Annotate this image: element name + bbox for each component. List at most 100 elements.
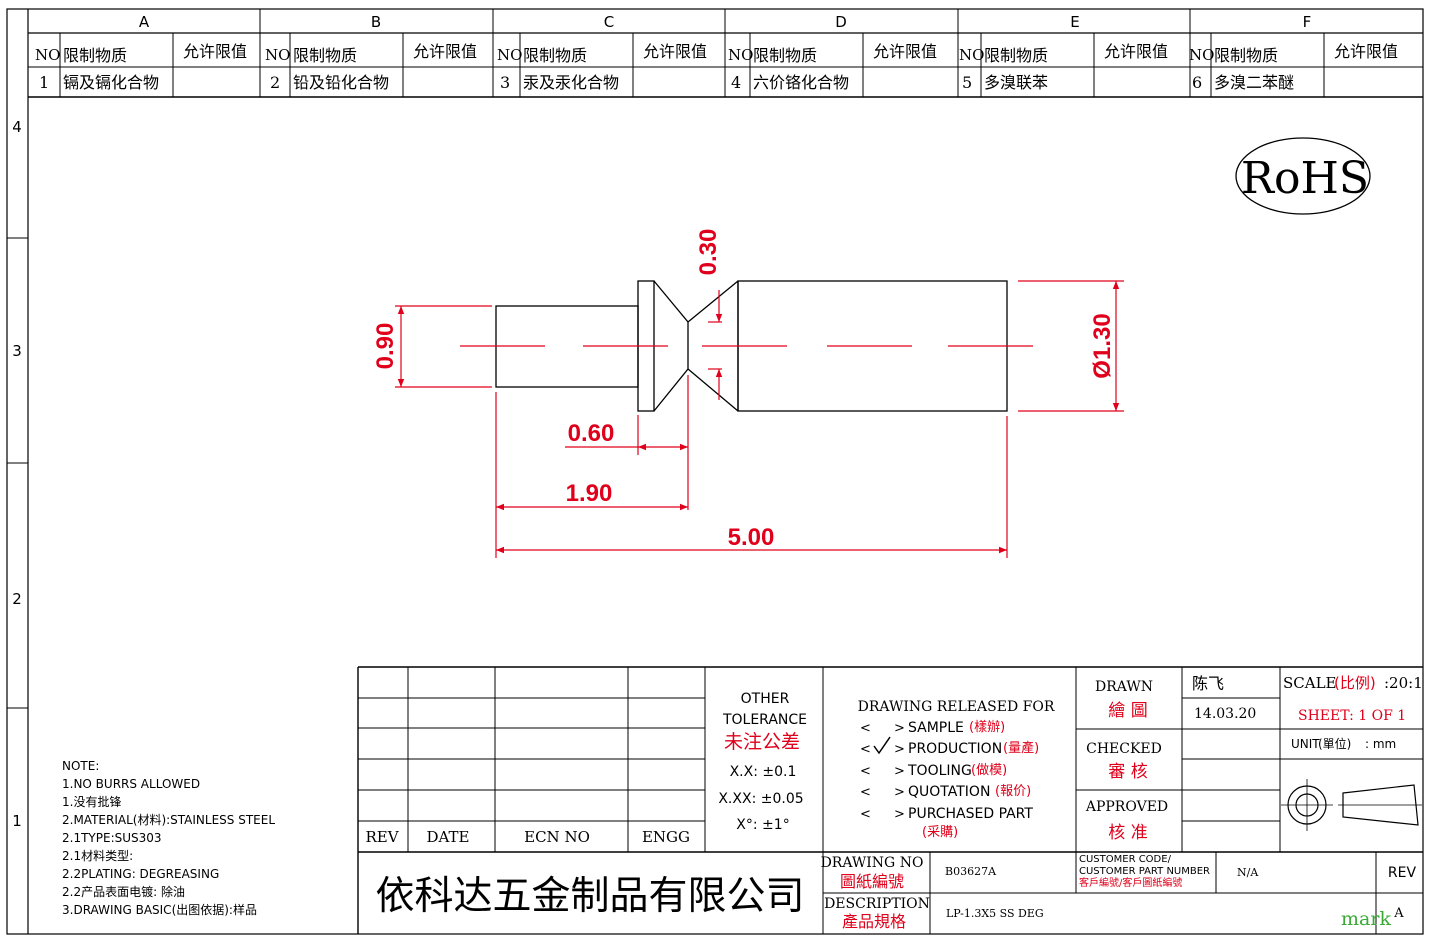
scale-value: :20:1 [1384, 674, 1423, 692]
dimension-0-60 [565, 375, 689, 510]
dimension-0-90-label: 0.90 [372, 323, 399, 370]
description-value: LP-1.3X5 SS DEG [946, 907, 1044, 920]
release-bracket-right: > [894, 785, 905, 800]
dimension-dia-label: Ø1.30 [1089, 313, 1116, 378]
substance-name: 多溴二苯醚 [1214, 73, 1294, 92]
checked-label: CHECKED [1086, 741, 1162, 757]
scale-label-cn: (比例) [1334, 674, 1376, 692]
zone-row-2: 2 [12, 590, 22, 608]
zone-row-3: 3 [12, 342, 22, 360]
tolerance-title-cn: 未注公差 [724, 731, 800, 753]
release-bracket-left: < [860, 721, 871, 736]
substance-no-header: NO [1189, 46, 1214, 64]
dimension-0-90 [395, 305, 492, 388]
substance-no-header: NO [497, 46, 522, 64]
tolerance-title-2: TOLERANCE [722, 712, 807, 728]
substance-no-header: NO [728, 46, 753, 64]
substance-limit-header: 允许限值 [1334, 42, 1398, 61]
tolerance-xxx: X.XX: ±0.05 [718, 791, 803, 807]
drawing-no-value: B03627A [945, 865, 997, 878]
rev-header: REV [365, 828, 399, 846]
zone-col-c: C [604, 13, 614, 31]
watermark: mark [1341, 908, 1391, 930]
dimension-0-30-label: 0.30 [695, 229, 722, 276]
zone-row-4: 4 [12, 118, 22, 136]
notes: NOTE: 1.NO BURRS ALLOWED 1.没有批锋 2.MATERI… [62, 759, 275, 917]
note-line: 3.DRAWING BASIC(出图依据):样品 [62, 902, 257, 917]
zone-columns [259, 9, 1191, 33]
substance-no: 4 [731, 73, 741, 92]
dimension-dia-1-30 [1018, 280, 1124, 412]
dimension-5-00 [496, 416, 1008, 558]
release-options: < > SAMPLE (樣辦) < > PRODUCTION (量產) < > … [860, 720, 1039, 840]
company-name: 依科达五金制品有限公司 [375, 874, 804, 919]
note-line: 2.2产品表面电镀: 除油 [62, 884, 185, 899]
projection-symbol-icon [1281, 779, 1422, 831]
drawer-name: 陈飞 [1192, 674, 1224, 693]
dimension-0-60-label: 0.60 [568, 420, 615, 447]
customer-label-2: CUSTOMER PART NUMBER [1079, 866, 1210, 877]
zone-row-1: 1 [12, 812, 22, 830]
unit-label: UNIT [1291, 737, 1320, 751]
drawing-no-label-cn: 圖紙編號 [840, 872, 904, 891]
date-header: DATE [427, 828, 470, 846]
substances-table-grid [28, 33, 1423, 98]
release-option-production-cn: (量產) [1003, 740, 1039, 756]
approved-label: APPROVED [1085, 799, 1168, 815]
release-bracket-right: > [894, 807, 905, 822]
note-line: 1.NO BURRS ALLOWED [62, 777, 200, 791]
zone-col-d: D [835, 13, 847, 31]
customer-value: N/A [1237, 866, 1259, 879]
substance-no: 3 [500, 73, 510, 92]
release-option-sample: SAMPLE [908, 720, 964, 736]
substance-name-header: 限制物质 [63, 46, 127, 65]
substance-name: 铅及铅化合物 [293, 73, 389, 92]
tolerance-xx: X.X: ±0.1 [730, 764, 797, 780]
zone-col-f: F [1303, 13, 1312, 31]
substance-name: 汞及汞化合物 [523, 73, 619, 92]
substance-name-header: 限制物质 [523, 46, 587, 65]
substance-limit-header: 允许限值 [183, 42, 247, 61]
drawn-label: DRAWN [1095, 679, 1153, 695]
note-line: 2.MATERIAL(材料):STAINLESS STEEL [62, 813, 275, 827]
rohs-mark: RoHS [1235, 137, 1371, 215]
checked-label-cn: 審 核 [1108, 762, 1147, 782]
zone-col-a: A [139, 13, 150, 31]
drawn-label-cn: 繪 圖 [1108, 701, 1147, 721]
substance-limit-header: 允许限值 [413, 42, 477, 61]
release-option-purchased: PURCHASED PART [908, 806, 1033, 822]
sheet-number: SHEET: 1 OF 1 [1298, 708, 1406, 724]
substance-no-header: NO [265, 46, 290, 64]
customer-label-1: CUSTOMER CODE/ [1079, 854, 1172, 865]
zone-rows [7, 237, 28, 709]
scale-label: SCALE [1283, 674, 1337, 692]
tolerance-deg: X°: ±1° [736, 817, 789, 833]
substance-no-header: NO [959, 46, 984, 64]
zone-col-b: B [371, 13, 381, 31]
note-line: 2.2PLATING: DEGREASING [62, 867, 219, 881]
approved-label-cn: 核 准 [1108, 823, 1147, 843]
zone-col-e: E [1070, 13, 1079, 31]
description-label-cn: 產品規格 [842, 912, 906, 931]
note-line: NOTE: [62, 759, 99, 773]
release-option-quotation: QUOTATION [908, 784, 990, 800]
tolerance-title-1: OTHER [741, 691, 790, 707]
dimension-5-00-label: 5.00 [728, 524, 775, 551]
description-label: DESCRIPTION [824, 896, 930, 912]
release-bracket-left: < [860, 764, 871, 779]
substance-name: 多溴联苯 [984, 73, 1048, 92]
release-option-sample-cn: (樣辦) [969, 720, 1005, 735]
dimension-1-90 [495, 392, 688, 558]
substance-no: 5 [962, 73, 972, 92]
substance-no-header: NO [35, 46, 60, 64]
substance-limit-header: 允许限值 [873, 42, 937, 61]
rev-value: A [1393, 906, 1404, 921]
customer-label-cn: 客戶編號/客戶圖紙編號 [1079, 876, 1182, 889]
unit-value: : mm [1365, 737, 1396, 751]
rohs-label: RoHS [1241, 153, 1369, 204]
release-option-tooling-cn: (做模) [971, 763, 1007, 778]
engg-header: ENGG [642, 828, 690, 846]
checkmark-icon [873, 736, 891, 755]
release-option-purchased-cn: (采購) [922, 825, 958, 840]
release-bracket-right: > [894, 742, 905, 757]
